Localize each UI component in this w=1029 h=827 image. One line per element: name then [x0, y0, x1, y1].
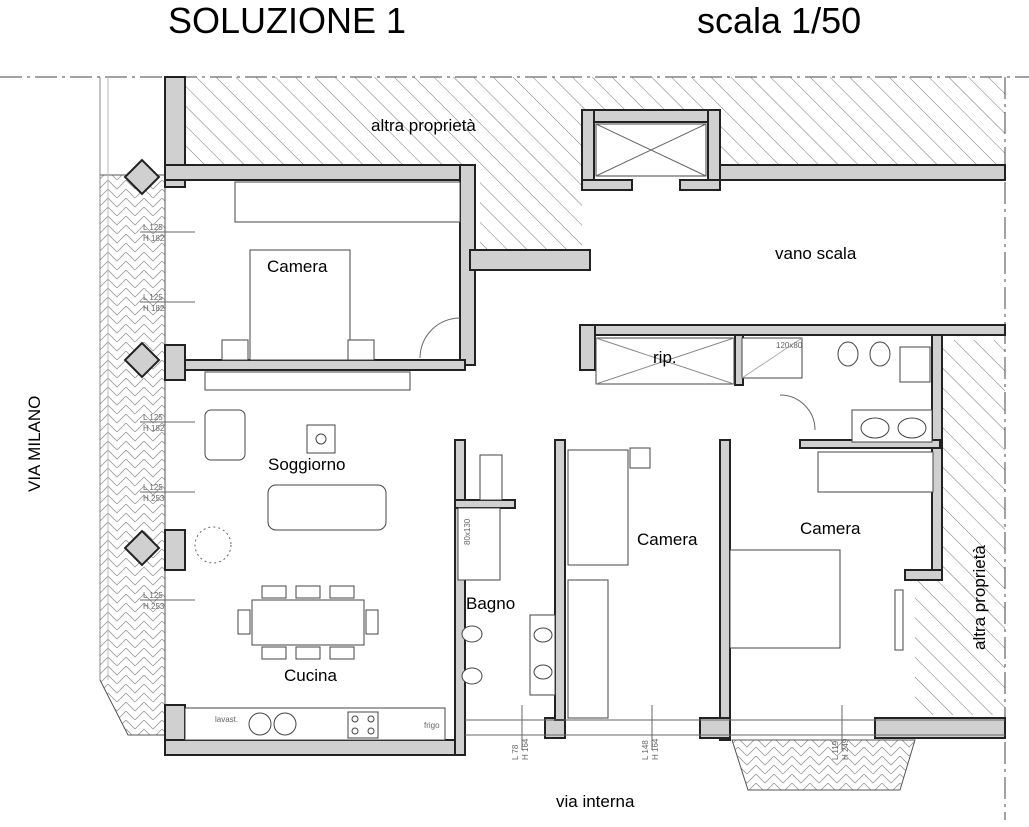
window-l: L 125: [143, 223, 163, 232]
bathtub: [457, 507, 501, 581]
wardrobe-2: [567, 579, 609, 719]
window-dimension-lines: [140, 231, 1005, 750]
room-label-camera-1: Camera: [267, 257, 328, 276]
armchair: [204, 409, 246, 461]
tv-unit: [204, 371, 411, 391]
right-neighbor-hatch: [915, 340, 1005, 715]
window-h: H 253: [143, 494, 165, 503]
room-label-rip: rip.: [653, 348, 677, 367]
bed-2: [567, 449, 629, 566]
kitchen-counter: [184, 707, 446, 741]
bottom-balcony: [731, 739, 916, 791]
shower-size: 120x80: [776, 341, 803, 350]
double-sink: [529, 614, 556, 696]
plant: [194, 526, 232, 564]
window-l: L 78: [511, 744, 520, 760]
window-h: H 182: [143, 424, 165, 433]
window-l: L 125: [143, 591, 163, 600]
window-h: H 164: [651, 738, 660, 760]
dishwasher-label: lavast.: [215, 715, 238, 724]
room-label-cucina: Cucina: [284, 666, 337, 685]
window-labels-bottom: L 78 H 164 L 148 H 164 L 119 H 249: [511, 738, 850, 760]
fridge-label: frigo: [424, 721, 440, 730]
window-h: H 249: [841, 738, 850, 760]
bed-3: [729, 549, 841, 649]
window-h: H 182: [143, 234, 165, 243]
window-h: H 182: [143, 304, 165, 313]
window-l: L 125: [143, 483, 163, 492]
plan-scale: scala 1/50: [697, 0, 862, 41]
room-label-camera-2: Camera: [637, 530, 698, 549]
column-diamonds: [123, 158, 161, 567]
window-labels-left: L 125 H 182 L 125 H 182 L 125 H 182 L 12…: [143, 223, 165, 611]
window-h: H 164: [521, 738, 530, 760]
street-label-left: VIA MILANO: [25, 396, 44, 492]
sofa: [267, 484, 387, 531]
right-neighbor-label: altra proprietà: [970, 545, 989, 650]
top-neighbor-hatch: [185, 77, 1005, 250]
window-l: L 119: [831, 740, 840, 760]
bathtub-size: 80x130: [463, 518, 472, 545]
top-neighbor-label: altra proprietà: [371, 116, 476, 135]
left-balcony: [99, 174, 166, 736]
window-l: L 148: [641, 740, 650, 760]
wardrobe-3: [817, 451, 934, 493]
dining-table: [251, 599, 365, 646]
plan-title: SOLUZIONE 1: [168, 0, 407, 41]
street-label-bottom: via interna: [556, 792, 635, 811]
window-h: H 253: [143, 602, 165, 611]
window-l: L 125: [143, 293, 163, 302]
window-l: L 125: [143, 413, 163, 422]
toilet: [461, 667, 483, 685]
stairwell-label: vano scala: [775, 244, 857, 263]
walls: [164, 76, 1006, 756]
wardrobe-1: [234, 181, 461, 223]
bed-1: [249, 249, 351, 361]
room-label-bagno: Bagno: [466, 594, 515, 613]
bidet: [461, 625, 483, 643]
room-label-camera-3: Camera: [800, 519, 861, 538]
room-label-soggiorno: Soggiorno: [268, 455, 346, 474]
